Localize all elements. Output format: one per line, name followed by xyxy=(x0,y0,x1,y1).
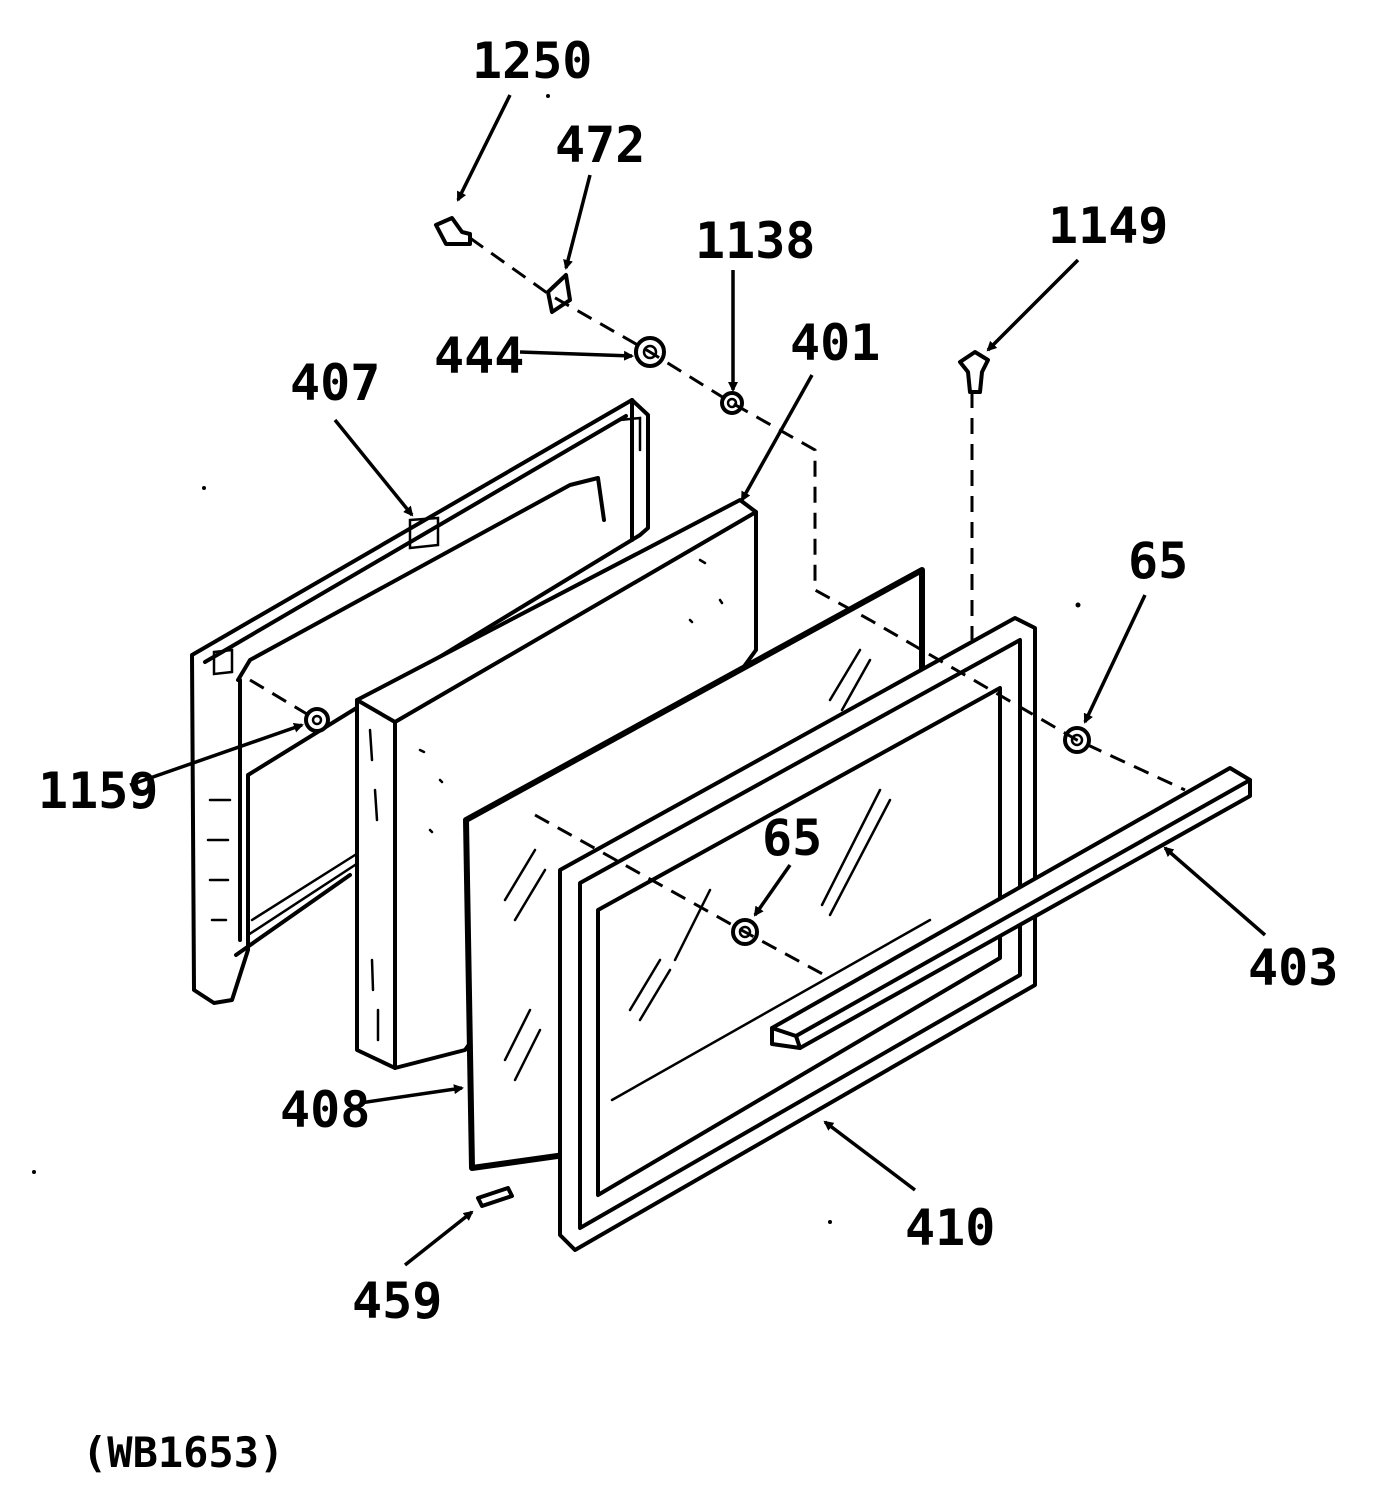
callout-65-right: 65 xyxy=(1128,532,1188,590)
callout-1159: 1159 xyxy=(38,762,158,820)
screw-1149 xyxy=(958,350,990,394)
outer-door-frame-410 xyxy=(558,616,1037,1252)
callout-403: 403 xyxy=(1248,939,1338,997)
clip-459 xyxy=(476,1186,514,1208)
callout-401: 401 xyxy=(790,314,880,372)
figure-code: (WB1653) xyxy=(82,1428,284,1477)
callout-459: 459 xyxy=(352,1272,442,1330)
nut-1138 xyxy=(720,391,744,415)
callout-1250: 1250 xyxy=(472,32,592,90)
callout-472: 472 xyxy=(555,116,645,174)
callout-labels: 1250 472 1138 1149 444 401 407 65 65 115… xyxy=(38,32,1338,1477)
screw-1250 xyxy=(434,216,472,246)
handle-403 xyxy=(770,766,1252,1050)
assembly-lines xyxy=(249,236,1186,980)
callout-65-center: 65 xyxy=(762,809,822,867)
callout-444: 444 xyxy=(434,327,524,385)
callout-1138: 1138 xyxy=(695,212,815,270)
callout-1149: 1149 xyxy=(1048,197,1168,255)
scan-specks xyxy=(32,94,1081,1224)
leader-arrows xyxy=(129,94,1267,1267)
callout-408: 408 xyxy=(280,1081,370,1139)
callout-410: 410 xyxy=(905,1199,995,1257)
callout-407: 407 xyxy=(290,354,380,412)
spacer-472 xyxy=(546,273,572,314)
